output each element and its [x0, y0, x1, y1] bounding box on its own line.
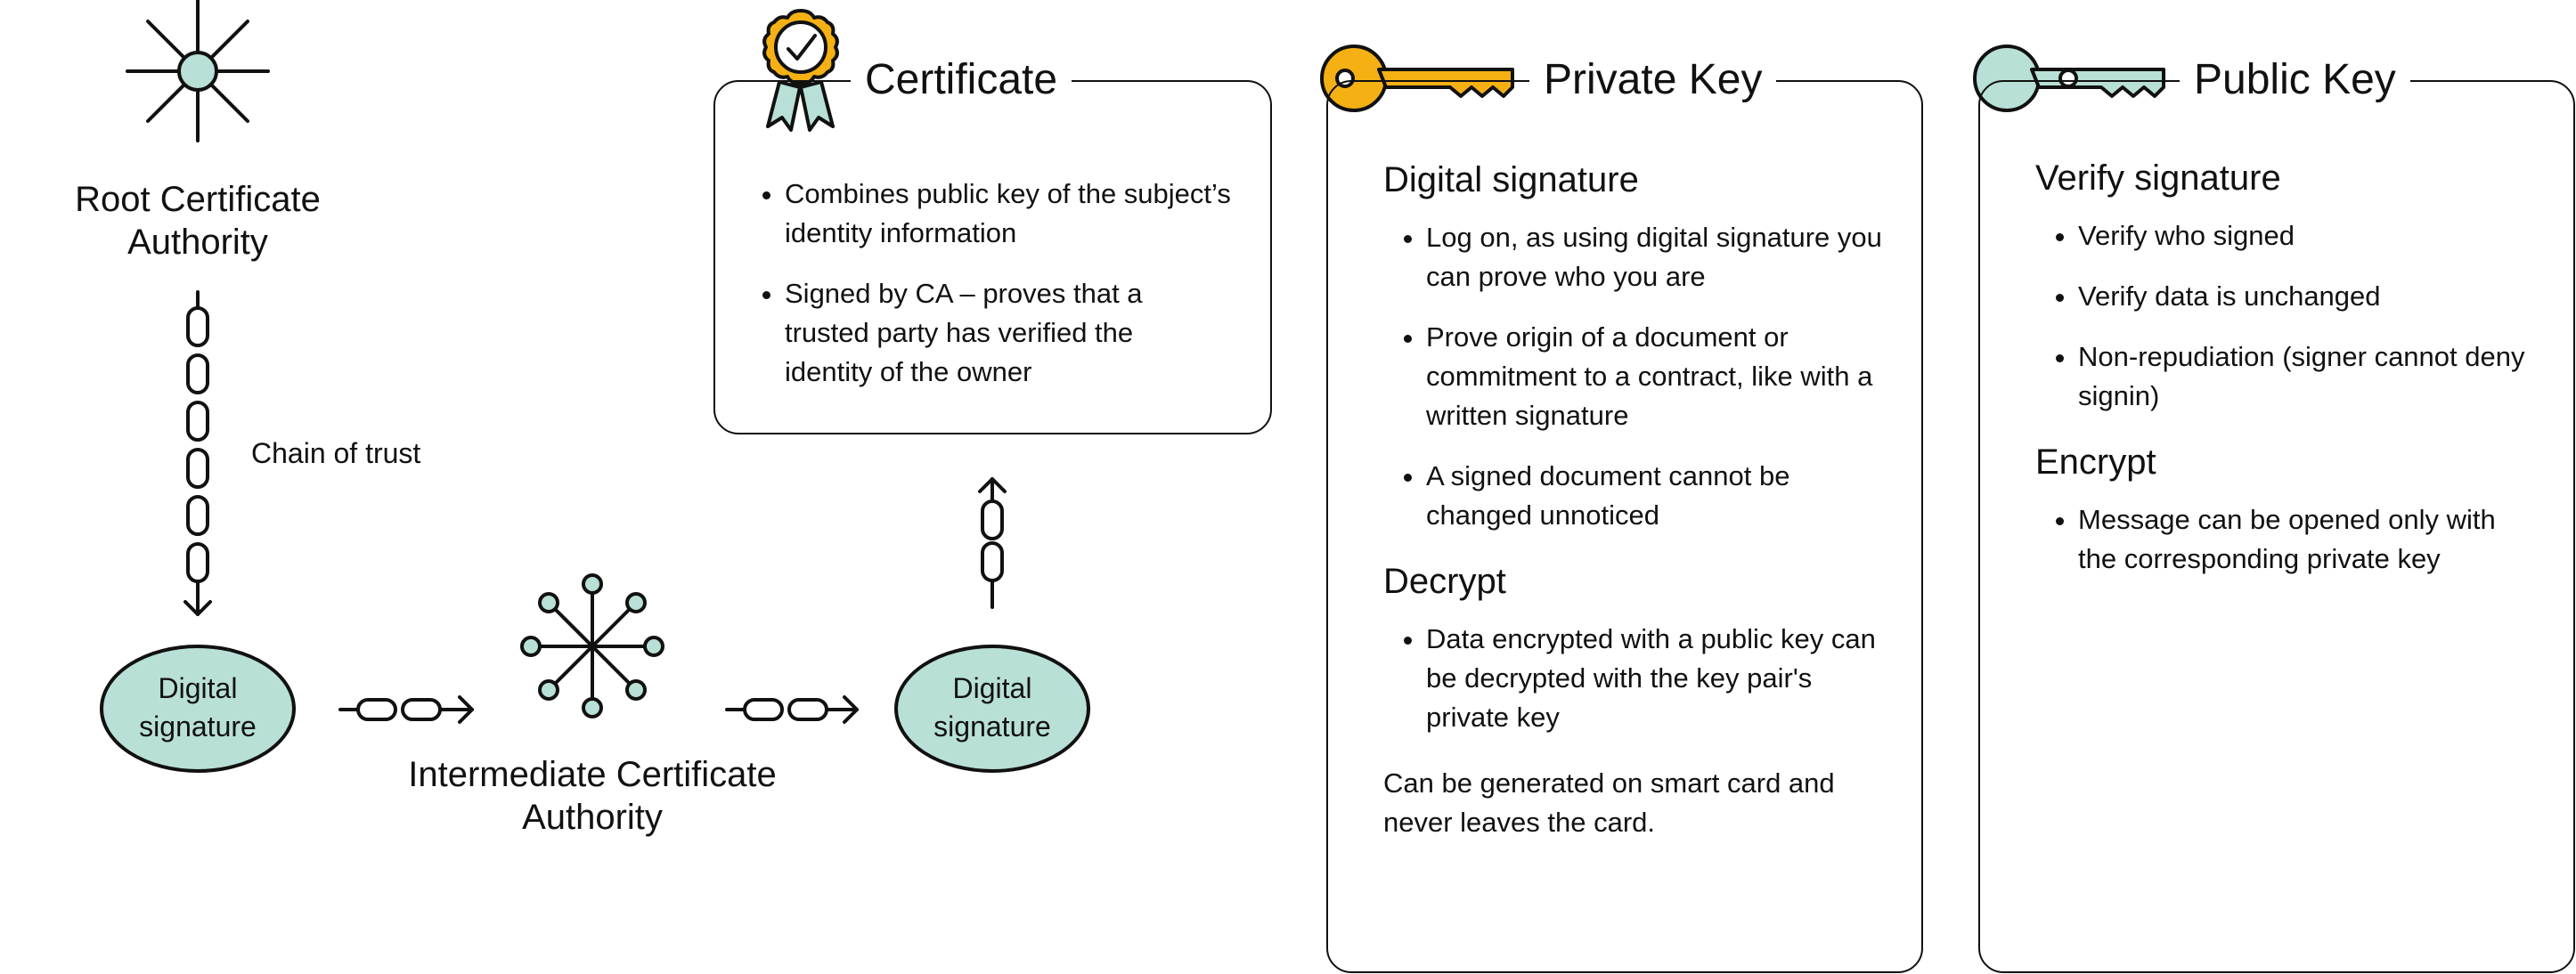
intermediate-ca-label: Intermediate Certificate Authority: [408, 755, 777, 837]
private-key-bullet: Prove origin of a document or commitment…: [1426, 318, 1886, 435]
hub-node-icon: [520, 573, 664, 718]
certificate-bullets: Combines public key of the subject’s ide…: [742, 175, 1243, 392]
chain-link-icon: [338, 695, 474, 724]
private-key-bullet: Data encrypted with a public key can be …: [1426, 620, 1886, 737]
certificate-card: Certificate Combines public key of the s…: [713, 59, 1272, 434]
certificate-bullet: Signed by CA – proves that a trusted par…: [785, 274, 1217, 392]
private-key-section-heading: Digital signature: [1383, 160, 1639, 199]
chain-link-icon: [978, 477, 1007, 609]
certificate-title: Certificate: [851, 59, 1072, 101]
public-key-bullet: Message can be opened only with the corr…: [2078, 500, 2538, 579]
private-key-bullet: Log on, as using digital signature you c…: [1426, 218, 1886, 296]
public-key-title: Public Key: [2180, 59, 2410, 101]
public-key-verify-bullets: Verify who signed Verify data is unchang…: [2035, 216, 2538, 416]
public-key-bullet: Verify data is unchanged: [2078, 277, 2538, 316]
award-badge-icon: [762, 9, 839, 132]
private-key-card: Private Key Digital signature Log on, as…: [1326, 59, 1923, 973]
public-key-section-heading: Encrypt: [2035, 442, 2156, 482]
private-key-bullet: A signed document cannot be changed unno…: [1426, 457, 1886, 535]
root-ca-label: Root Certificate Authority: [75, 180, 321, 262]
private-key-title: Private Key: [1529, 59, 1777, 101]
digital-signature-left-node: [100, 645, 296, 773]
chain-of-trust-label: Chain of trust: [251, 437, 421, 469]
private-key-decrypt-bullets: Data encrypted with a public key can be …: [1383, 620, 1886, 737]
chain-link-icon: [725, 695, 859, 724]
public-key-section-heading: Verify signature: [2035, 158, 2281, 198]
digital-signature-right-label: Digital signature: [933, 672, 1051, 743]
digital-signature-right-node: [894, 645, 1090, 773]
private-key-signature-bullets: Log on, as using digital signature you c…: [1383, 218, 1886, 535]
private-key-section-heading: Decrypt: [1383, 562, 1506, 601]
public-key-card: Public Key Verify signature Verify who s…: [1978, 59, 2575, 973]
certificate-bullet: Combines public key of the subject’s ide…: [785, 175, 1243, 253]
sun-burst-icon: [126, 0, 270, 142]
public-key-bullet: Non-repudiation (signer cannot deny sign…: [2078, 337, 2538, 416]
public-key-bullet: Verify who signed: [2078, 216, 2538, 256]
private-key-note: Can be generated on smart card and never…: [1383, 767, 1835, 838]
chain-of-trust-chain: [183, 290, 212, 616]
digital-signature-left-label: Digital signature: [139, 672, 257, 743]
public-key-encrypt-bullets: Message can be opened only with the corr…: [2035, 500, 2538, 579]
